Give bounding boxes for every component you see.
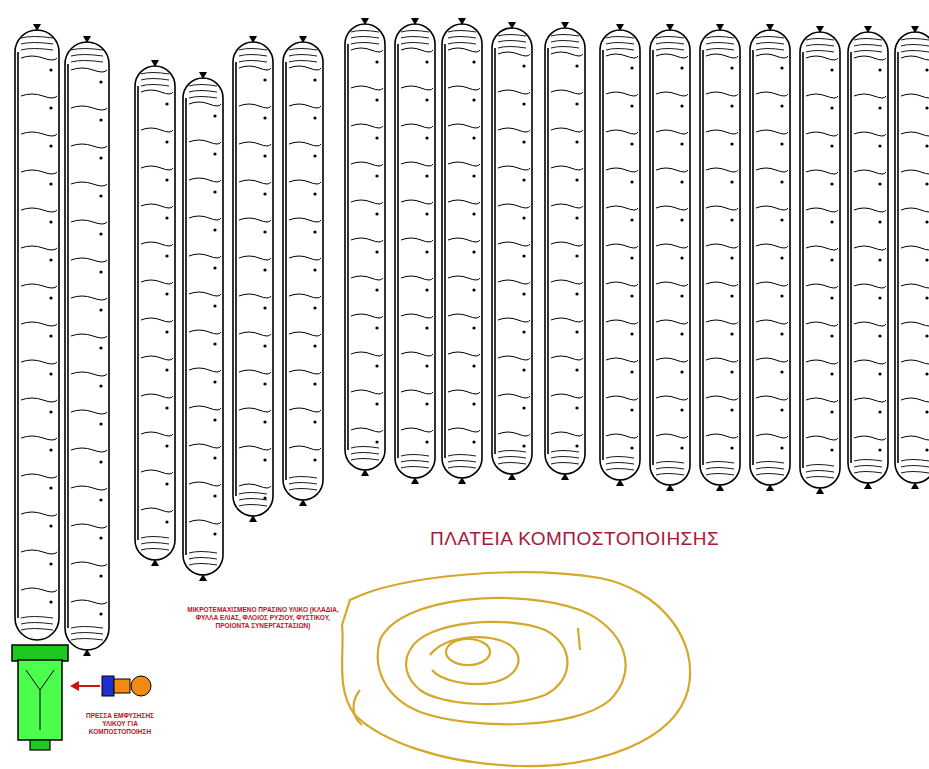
compost-tube — [442, 18, 482, 484]
compost-tube — [65, 36, 109, 656]
compost-tube — [135, 60, 175, 566]
compost-tube — [492, 22, 532, 480]
area-title: ΠΛΑΤΕΙΑ ΚΟΜΠΟΣΤΟΠΟΙΗΣΗΣ — [430, 528, 800, 551]
compost-tube — [700, 24, 740, 491]
compost-tube — [345, 18, 385, 476]
compost-pile — [342, 572, 690, 766]
compost-tube — [233, 36, 273, 522]
compost-tube — [800, 26, 840, 494]
compost-tube — [650, 24, 690, 491]
compost-tube — [545, 22, 585, 480]
compost-tube — [600, 24, 640, 486]
compost-tube — [848, 26, 888, 489]
compost-tubes — [15, 18, 929, 656]
compost-tube — [15, 24, 59, 640]
compost-tube — [183, 72, 223, 581]
compost-tube — [895, 26, 929, 489]
note-label: ΠΡΕΣΣΑ ΕΜΦΥΣΗΣΗΣ ΥΛΙΚΟΥ ΓΙΑ ΚΟΜΠΟΣΤΟΠΟΙΗ… — [80, 712, 160, 735]
compost-tube — [395, 18, 435, 484]
compost-tube — [283, 36, 323, 506]
compost-tube — [750, 24, 790, 491]
note-label: ΜΙΚΡΟΤΕΜΑΧΙΣΜΕΝΟ ΠΡΑΣΙΝΟ ΥΛΙΚΟ (ΚΛΑΔΙΑ, … — [182, 606, 344, 629]
